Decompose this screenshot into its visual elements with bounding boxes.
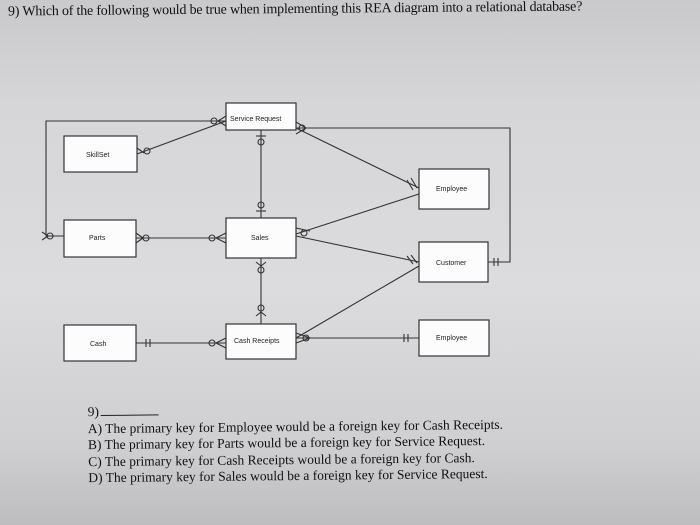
entity-service-request: Service Request [225, 102, 297, 131]
cardinality-marks [41, 115, 499, 349]
entity-sales-label: Sales [251, 235, 269, 242]
entity-parts-label: Parts [89, 235, 106, 242]
entity-skill-set-label: SkillSet [86, 152, 109, 159]
link-cashreceipts-customer [295, 265, 420, 339]
entity-skill-set: SkillSet [63, 135, 138, 173]
answer-number: 9) [87, 404, 99, 420]
link-servicereq-customer-outer [296, 127, 511, 263]
entity-employee-top-label: Employee [436, 186, 467, 193]
entity-service-request-label: Service Request [230, 116, 281, 123]
entity-sales: Sales [225, 217, 297, 259]
entity-customer-label: Customer [436, 260, 467, 267]
link-skillset-servicereq [136, 120, 227, 155]
entity-parts: Parts [63, 219, 137, 258]
link-sales-customer [295, 235, 420, 263]
link-sales-employee [295, 193, 420, 235]
entity-employee-bottom-label: Employee [436, 335, 467, 342]
entity-cash-receipts-label: Cash Receipts [234, 338, 280, 345]
entity-cash-receipts: Cash Receipts [225, 323, 297, 360]
entity-customer: Customer [418, 241, 489, 283]
link-servicereq-parts-loop [45, 120, 226, 237]
entity-employee-bottom: Employee [418, 319, 490, 357]
entity-cash-label: Cash [90, 341, 106, 348]
answer-area: 9) A) The primary key for Employee would… [88, 400, 504, 487]
answer-blank [100, 404, 159, 417]
entity-employee-top: Employee [418, 168, 490, 210]
link-servicereq-employee [295, 127, 420, 189]
entity-cash: Cash [63, 324, 137, 362]
